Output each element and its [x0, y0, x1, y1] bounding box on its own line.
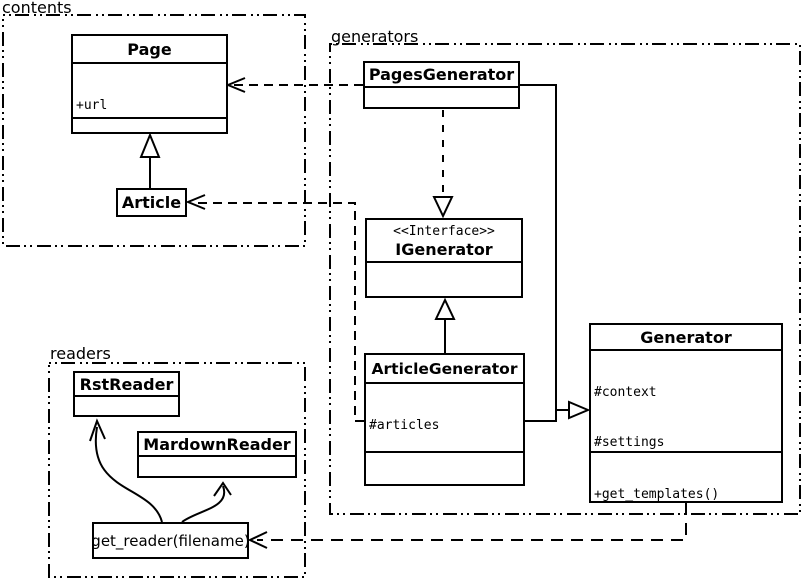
- dependency-pagesgenerator-page: [225, 77, 363, 93]
- class-member: +get_templates(): [594, 487, 720, 501]
- realization-pagesgenerator-igenerator: [432, 110, 454, 219]
- class-stereotype: <<Interface>>: [393, 223, 495, 239]
- package-frame-readers: [48, 362, 306, 578]
- class-articlegenerator-attributes: #articles #dates #tags #categories: [366, 382, 523, 451]
- package-label-contents: contents: [2, 0, 72, 17]
- package-label-readers: readers: [50, 344, 111, 363]
- class-title: PagesGenerator: [368, 65, 515, 84]
- function-label: get_reader(filename): [91, 531, 250, 550]
- class-member: #context: [594, 385, 657, 400]
- class-page-methods: +check_properties(): [73, 117, 226, 132]
- generalization-articlegenerator-igenerator: [434, 297, 456, 353]
- function-box-get-reader: get_reader(filename): [91, 522, 250, 559]
- class-title: ArticleGenerator: [371, 359, 518, 378]
- class-box-igenerator: <<Interface>> IGenerator +generate_conte…: [365, 218, 523, 298]
- class-box-page: Page +url +slug +summary +check_properti…: [71, 34, 228, 134]
- class-title: Page: [127, 39, 172, 59]
- class-page-attributes: +url +slug +summary: [73, 62, 226, 117]
- class-box-rstreader: RstReader +read(): [73, 371, 180, 417]
- class-pagesgenerator-attributes: #pages: [365, 86, 518, 107]
- class-member: #articles: [369, 418, 440, 433]
- class-generator-attributes: #context #settings #path #theme #output_…: [591, 349, 781, 451]
- class-box-articlegenerator: ArticleGenerator #articles #dates #tags …: [364, 353, 525, 486]
- class-title-block: <<Interface>> IGenerator: [367, 220, 521, 261]
- arrow-getreader-mardownreader: [181, 481, 232, 523]
- class-member: #settings: [594, 434, 665, 450]
- class-title: RstReader: [79, 374, 174, 394]
- class-title: MardownReader: [143, 434, 291, 454]
- generalization-article-page: [139, 132, 161, 188]
- class-box-mardownreader: MardownReader +read(): [137, 431, 297, 478]
- class-articlegenerator-methods: +generate_feeds() +generate_pages(): [366, 451, 523, 484]
- class-title: Article: [121, 193, 182, 212]
- dependency-articlegenerator-article: [185, 194, 364, 422]
- class-generator-methods: +get_templates() +get_files(path,exclude…: [591, 451, 781, 501]
- class-box-article: Article: [116, 188, 187, 217]
- class-box-generator: Generator #context #settings #path #them…: [589, 323, 783, 503]
- class-member: +url: [76, 98, 108, 113]
- class-box-pagesgenerator: PagesGenerator #pages: [363, 61, 520, 109]
- class-rstreader-methods: +read(): [75, 395, 178, 415]
- package-label-generators: generators: [331, 27, 419, 46]
- class-title: Generator: [640, 327, 732, 347]
- package-frame-generators: [329, 43, 801, 515]
- class-mardownreader-methods: +read(): [139, 455, 295, 476]
- class-igenerator-methods: +generate_context() +generate_output(): [367, 261, 521, 296]
- generalization-generators-generator: [519, 84, 591, 422]
- dependency-generator-getreader: [247, 503, 687, 549]
- package-frame-contents: [2, 14, 306, 247]
- arrow-getreader-rstreader: [89, 418, 163, 523]
- class-title: IGenerator: [395, 239, 493, 259]
